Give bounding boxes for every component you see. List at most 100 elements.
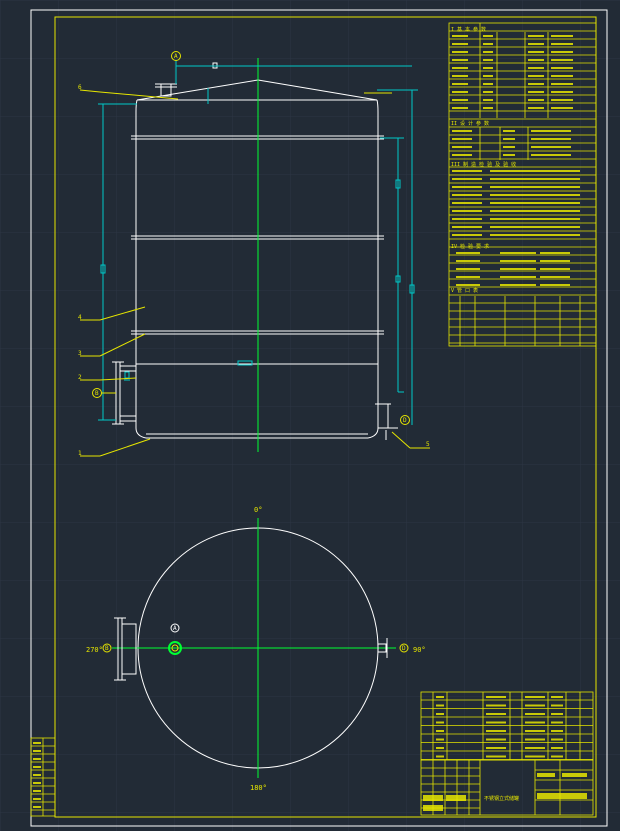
- part-number-3: 3: [78, 350, 82, 357]
- bom-cell-mark: [551, 704, 563, 707]
- balloon-b-side: B: [95, 390, 99, 397]
- data-table-cell-mark: [531, 130, 571, 132]
- data-table-cell-mark: [540, 252, 570, 254]
- bom-cell-mark: [486, 755, 506, 758]
- data-table-cell-mark: [483, 107, 493, 109]
- data-table-cell-mark: [452, 107, 468, 109]
- bom-cell-mark: [486, 730, 506, 732]
- data-table-cell-mark: [528, 91, 544, 93]
- bom-cell-mark: [486, 747, 506, 749]
- data-table-cell-mark: [490, 234, 580, 236]
- data-table-cell-mark: [551, 59, 573, 61]
- part-number-5: 5: [426, 441, 430, 448]
- data-table-cell-mark: [503, 146, 515, 148]
- strip-cell-mark: [33, 782, 41, 784]
- data-table-cell-mark: [452, 218, 482, 220]
- bom-cell-mark: [436, 755, 444, 758]
- standards-header: III 制 造 检 验 及 验 收: [451, 161, 516, 168]
- data-table-cell-mark: [531, 146, 571, 148]
- data-table-cell-mark: [528, 75, 544, 77]
- data-table-cell-mark: [452, 91, 468, 93]
- data-table-cell-mark: [452, 202, 482, 204]
- data-table-cell-mark: [500, 260, 536, 262]
- data-table-cell-mark: [528, 43, 544, 45]
- data-table-cell-mark: [531, 154, 571, 156]
- bom-cell-mark: [551, 696, 563, 698]
- bom-cell-mark: [551, 738, 563, 741]
- strip-cell-mark: [33, 774, 41, 776]
- data-table-headers: I 基 本 参 数 II 设 计 参 数 III 制 造 检 验 及 验 收 I…: [451, 26, 516, 294]
- revision-strip: [30, 737, 56, 817]
- data-table-cell-mark: [528, 83, 544, 85]
- strip-cell-mark: [33, 742, 41, 744]
- data-table-cell-mark: [452, 59, 468, 61]
- data-table-cell-mark: [531, 138, 571, 140]
- data-table-cell-mark: [452, 138, 472, 140]
- data-table-cell-mark: [490, 170, 580, 172]
- bom-cell-mark: [486, 704, 506, 707]
- nozzle-balloons: A B D: [92, 51, 410, 425]
- data-table-cell-mark: [483, 43, 493, 45]
- data-table-cell-mark: [490, 218, 580, 220]
- balloon-a-top: A: [174, 53, 178, 60]
- part-number-1: 1: [78, 450, 82, 457]
- data-table-cell-mark: [452, 67, 468, 69]
- data-table-cell-mark: [540, 260, 570, 262]
- bom-cell-mark: [525, 730, 545, 732]
- bom-cell-mark: [525, 738, 545, 741]
- data-table-cell-mark: [452, 99, 468, 101]
- data-table-cell-mark: [452, 186, 482, 188]
- bom-cell-mark: [486, 738, 506, 741]
- data-table-cell-mark: [452, 178, 482, 180]
- data-table-cell-mark: [452, 234, 482, 236]
- data-table-cell-mark: [483, 51, 493, 53]
- strip-cell-mark: [33, 798, 41, 800]
- data-table-cell-mark: [503, 138, 515, 140]
- title-stamp-mark: [537, 773, 555, 777]
- data-table-cell-mark: [528, 59, 544, 61]
- data-table-cell-mark: [500, 276, 536, 278]
- drain-nozzle-d: [375, 403, 398, 440]
- balloon-d-drain: D: [403, 417, 407, 424]
- strip-cell-mark: [33, 758, 41, 760]
- data-table-cell-mark: [551, 91, 573, 93]
- plan-right-nozzle: [377, 638, 388, 658]
- bom-cell-mark: [436, 696, 444, 698]
- bom-cell-mark: [525, 747, 545, 749]
- shell-right-wall: [367, 99, 379, 439]
- data-table-cell-mark: [452, 75, 468, 77]
- data-table-cell-mark: [452, 226, 482, 228]
- bom-cell-mark: [436, 713, 444, 715]
- data-table-cell-mark: [551, 75, 573, 77]
- bom-cell-mark: [525, 713, 545, 715]
- data-table: [448, 22, 597, 347]
- roof-right-line: [257, 79, 378, 101]
- title-stamp-mark: [446, 795, 466, 801]
- data-table-cell-mark: [490, 178, 580, 180]
- title-stamp-mark: [537, 793, 587, 799]
- inner-border: [54, 16, 597, 818]
- bom-cell-mark: [551, 721, 563, 724]
- data-table-cell-mark: [490, 210, 580, 212]
- data-table-cell-mark: [540, 276, 570, 278]
- plan-nozzle-a: A: [168, 623, 182, 655]
- part-leaders: [79, 89, 430, 457]
- bom-cell-mark: [551, 730, 563, 732]
- data-table-cell-mark: [490, 226, 580, 228]
- data-table-cell-mark: [528, 67, 544, 69]
- bom-cell-mark: [525, 755, 545, 758]
- bom-cell-mark: [486, 713, 506, 715]
- data-table-cell-mark: [452, 130, 472, 132]
- data-table-cell-mark: [540, 268, 570, 270]
- data-table-cell-mark: [483, 59, 493, 61]
- data-table-cell-mark: [540, 284, 570, 286]
- inspection-header: IV 检 验 要 求: [451, 243, 489, 250]
- data-table-cell-mark: [452, 51, 468, 53]
- title-stamp-mark: [423, 805, 443, 811]
- strip-cell-mark: [33, 766, 41, 768]
- data-table-cell-mark: [456, 268, 480, 270]
- design-params-header: II 设 计 参 数: [451, 120, 489, 127]
- bom-cell-mark: [436, 721, 444, 724]
- angle-90: 90°: [413, 646, 426, 654]
